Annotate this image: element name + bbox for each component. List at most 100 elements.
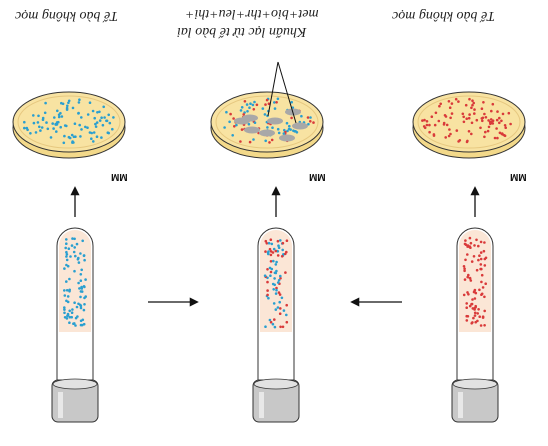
cell-dot <box>34 131 38 134</box>
cell-dot <box>251 103 255 107</box>
cell-dot <box>270 138 274 142</box>
cell-dot <box>92 140 95 143</box>
cell-dot <box>284 252 287 256</box>
cell-dot <box>475 118 479 122</box>
cell-dot <box>223 126 226 129</box>
petri-dish-left <box>12 91 126 159</box>
cell-dot <box>68 309 71 313</box>
colony <box>267 117 283 125</box>
cell-dot <box>498 116 501 120</box>
cell-dot <box>82 308 86 312</box>
cell-dot <box>423 118 426 122</box>
cell-dot <box>44 101 47 105</box>
cell-dot <box>70 133 74 137</box>
cell-dot <box>75 242 79 246</box>
cell-dot <box>252 108 256 111</box>
cell-dot <box>503 134 507 138</box>
cell-dot <box>465 140 469 144</box>
cell-dot <box>275 269 278 273</box>
cell-dot <box>274 249 278 253</box>
cell-dot <box>63 306 66 309</box>
petri-dish-middle <box>210 91 324 159</box>
cell-dot <box>249 102 252 105</box>
label-genotype: met+bio+thr+leu+thi+ <box>185 6 319 21</box>
cell-dot <box>279 307 282 310</box>
cell-dot <box>450 102 454 105</box>
cell-dot <box>448 106 452 109</box>
test-tube-middle <box>252 227 300 423</box>
cell-dot <box>266 293 269 297</box>
cell-dot <box>481 286 485 289</box>
cell-dot <box>51 122 54 125</box>
cell-dot <box>72 250 76 254</box>
cell-dot <box>264 250 267 253</box>
cell-dot <box>285 320 289 324</box>
cell-dot <box>267 102 271 105</box>
cell-dot <box>444 115 448 118</box>
cell-dot <box>481 316 485 319</box>
cell-dot <box>269 320 273 324</box>
cell-dot <box>63 316 67 319</box>
cell-dot <box>449 116 452 120</box>
cell-dot <box>279 239 282 242</box>
cell-dot <box>73 246 76 249</box>
cell-dot <box>489 118 493 121</box>
cell-dot <box>272 288 276 291</box>
cell-dot <box>68 288 71 292</box>
cell-dot <box>425 120 429 123</box>
cell-dot <box>432 133 436 136</box>
cell-dot <box>467 293 470 296</box>
cell-dot <box>266 268 269 271</box>
cell-dot <box>458 139 462 142</box>
cell-dot <box>484 130 487 134</box>
dish-inner-rim <box>417 95 521 149</box>
cell-dot <box>503 124 507 127</box>
cell-dot <box>264 239 268 243</box>
cell-dot <box>433 123 437 127</box>
cell-dot <box>466 253 469 256</box>
cell-dot <box>476 312 480 315</box>
label-medium-left: MM <box>111 171 128 182</box>
cell-dot <box>269 250 273 253</box>
cell-dot <box>277 244 280 247</box>
cell-dot <box>470 106 473 110</box>
pointer-line <box>277 61 297 124</box>
cell-dot <box>232 117 235 120</box>
cell-dot <box>479 126 482 130</box>
cell-dot <box>65 250 68 254</box>
cell-dot <box>98 119 102 122</box>
cell-dot <box>439 102 443 106</box>
cell-dot <box>266 126 269 129</box>
cell-dot <box>450 112 454 115</box>
cell-dot <box>235 123 238 127</box>
cell-dot <box>266 280 269 284</box>
cell-dot <box>477 244 480 248</box>
cell-dot <box>473 244 476 247</box>
cell-dot <box>102 105 105 109</box>
cell-dot <box>111 127 114 131</box>
cell-dot <box>495 127 498 130</box>
cell-dot <box>100 136 103 139</box>
cell-dot <box>37 114 40 118</box>
cell-dot <box>278 300 282 304</box>
cell-dot <box>501 112 505 116</box>
cell-dot <box>470 302 474 306</box>
cell-dot <box>73 322 76 325</box>
cell-dot <box>268 247 272 251</box>
cell-dot <box>280 254 284 258</box>
cell-dot <box>264 325 267 329</box>
cell-dot <box>86 126 89 129</box>
cell-dot <box>84 295 87 298</box>
cell-dot <box>468 236 472 240</box>
cell-dot <box>498 121 501 125</box>
cell-dot <box>107 113 110 117</box>
cell-dot <box>473 307 476 310</box>
cell-dot <box>52 127 55 130</box>
cell-dot <box>64 246 67 250</box>
cell-dot <box>295 131 299 134</box>
cell-dot <box>78 123 81 127</box>
cell-dot <box>438 104 441 108</box>
cell-dot <box>473 112 476 115</box>
cell-dot <box>79 135 82 138</box>
cell-dot <box>263 113 267 116</box>
